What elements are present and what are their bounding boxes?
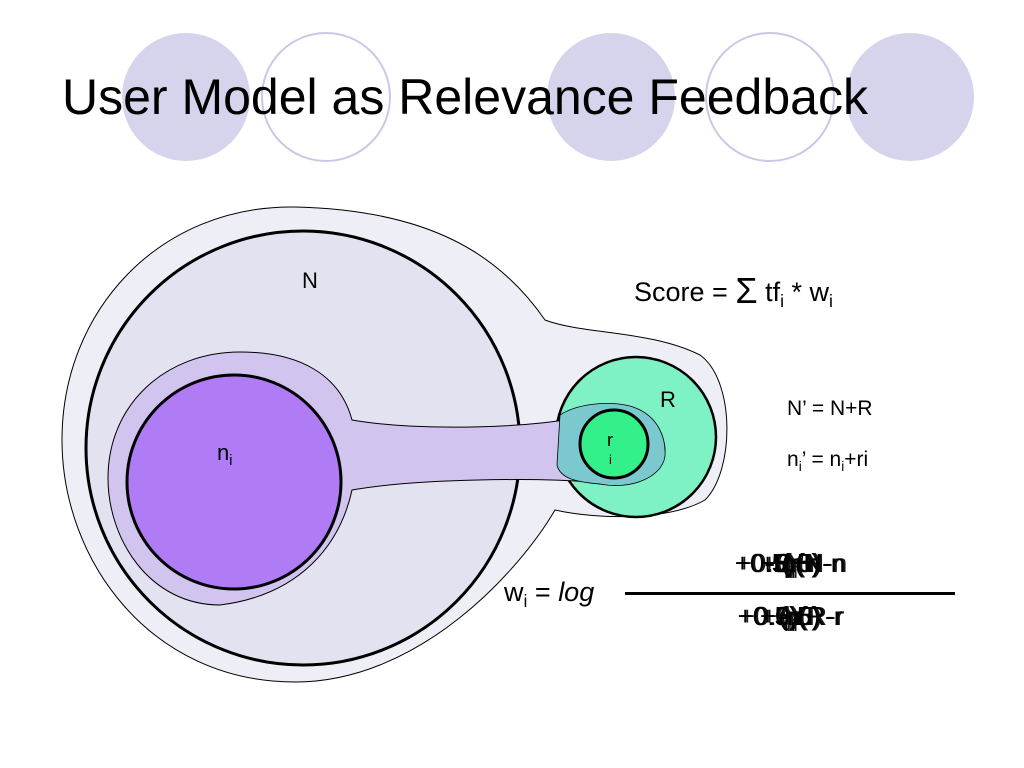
fraction-bar [625,592,955,595]
weight-log: log [558,577,595,607]
label-n-main: n [217,440,230,465]
label-r: r i [607,430,613,470]
decorative-circles [122,32,974,162]
weight-lhs: wi = log [504,577,595,612]
weight-w: w [504,577,524,607]
score-w-sub: i [829,291,833,312]
deco-circle-2 [261,32,391,162]
circle-r [578,408,650,480]
ni-prime-sub: i [798,458,802,474]
label-r-main: r [607,430,613,450]
circle-n [125,373,343,591]
score-tf: tf [757,277,781,307]
deco-circle-3 [547,33,675,161]
page-title: User Model as Relevance Feedback [62,69,868,125]
deco-circle-5 [846,33,974,161]
weight-eq: = [527,577,559,607]
deco-circle-4 [705,32,835,162]
deco-circle-1 [122,33,250,161]
label-r-sub: i [609,452,612,467]
ni-prime-formula: ni’ = ni+ri [787,448,869,474]
ni-prime-tail: +ri [844,448,869,471]
ni-prime-sub2: i [841,458,845,474]
weight-w-sub: i [523,591,528,612]
score-formula: Score = Σ tfi * wi [634,268,833,312]
n-prime-formula: N’ = N+R [787,397,873,420]
score-prefix: Score = [634,277,736,307]
label-N: N [302,268,318,293]
ni-prime-main: n [787,448,799,471]
label-n: ni [217,440,233,469]
score-tf-sub: i [780,291,784,312]
score-mid: * w [784,277,830,307]
sigma-icon: Σ [735,270,758,311]
label-n-sub: i [229,453,233,469]
label-R: R [660,387,676,412]
ni-prime-rest: ’ = n [801,448,842,471]
